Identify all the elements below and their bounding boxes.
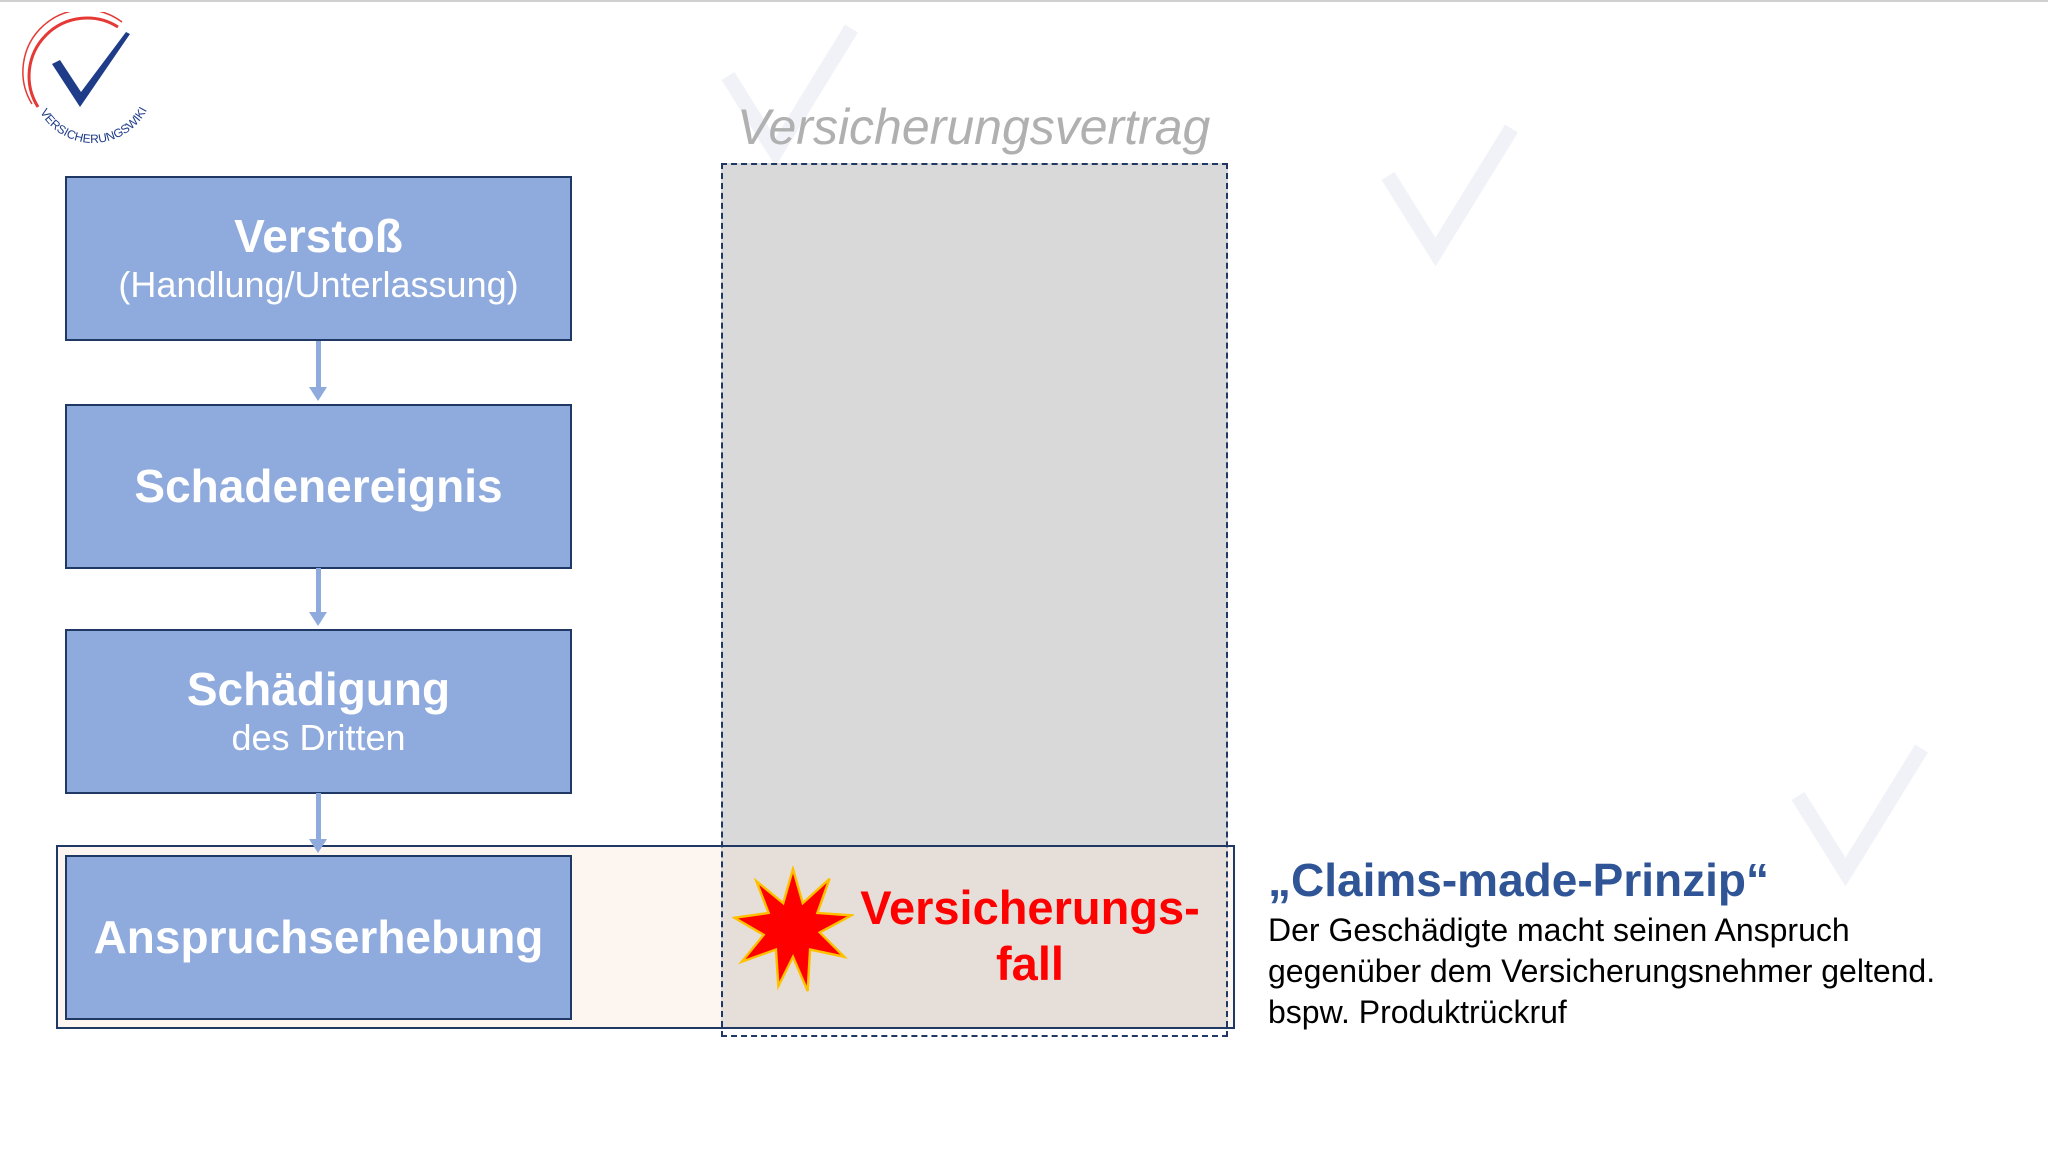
svg-text:VERSICHERUNGSWIKI: VERSICHERUNGSWIKI (37, 105, 149, 146)
flow-box-title: Verstoß (234, 209, 403, 262)
flow-box-verstoss: Verstoß (Handlung/Unterlassung) (65, 176, 572, 341)
insurance-event-label: Versicherungs- fall (845, 880, 1215, 992)
principle-title: „Claims-made-Prinzip“ (1268, 854, 1769, 906)
contract-period-area (721, 163, 1228, 845)
flow-box-title: Schadenereignis (134, 460, 503, 513)
versicherungswiki-logo: VERSICHERUNGSWIKI (22, 12, 150, 146)
flow-box-anspruchserhebung: Anspruchserhebung (65, 855, 572, 1020)
description-line: gegenüber dem Versicherungsnehmer gelten… (1268, 953, 1936, 989)
event-line-1: Versicherungs- (860, 881, 1200, 934)
description-line: bspw. Produktrückruf (1268, 994, 1567, 1030)
watermark-icon (721, 24, 858, 167)
principle-description: Der Geschädigte macht seinen Anspruch ge… (1268, 910, 1935, 1033)
flow-box-schaedigung: Schädigung des Dritten (65, 629, 572, 794)
description-line: Der Geschädigte macht seinen Anspruch (1268, 912, 1850, 948)
flow-box-subtitle: des Dritten (231, 717, 406, 759)
flow-box-title: Schädigung (186, 662, 451, 715)
arrow-down-icon (309, 341, 327, 401)
arrow-down-icon (309, 568, 327, 626)
arrow-down-icon (309, 793, 327, 853)
top-border (0, 0, 2048, 2)
event-line-2: fall (996, 937, 1064, 990)
watermark-icon (1381, 124, 1518, 267)
contract-dashed-frame (721, 163, 1228, 1037)
flow-box-title: Anspruchserhebung (93, 911, 544, 964)
flow-box-subtitle: (Handlung/Unterlassung) (118, 264, 519, 306)
flow-box-schadenereignis: Schadenereignis (65, 404, 572, 569)
explosion-icon (732, 866, 854, 992)
contract-title: Versicherungsvertrag (737, 99, 1211, 155)
watermark-icon (1791, 744, 1928, 887)
